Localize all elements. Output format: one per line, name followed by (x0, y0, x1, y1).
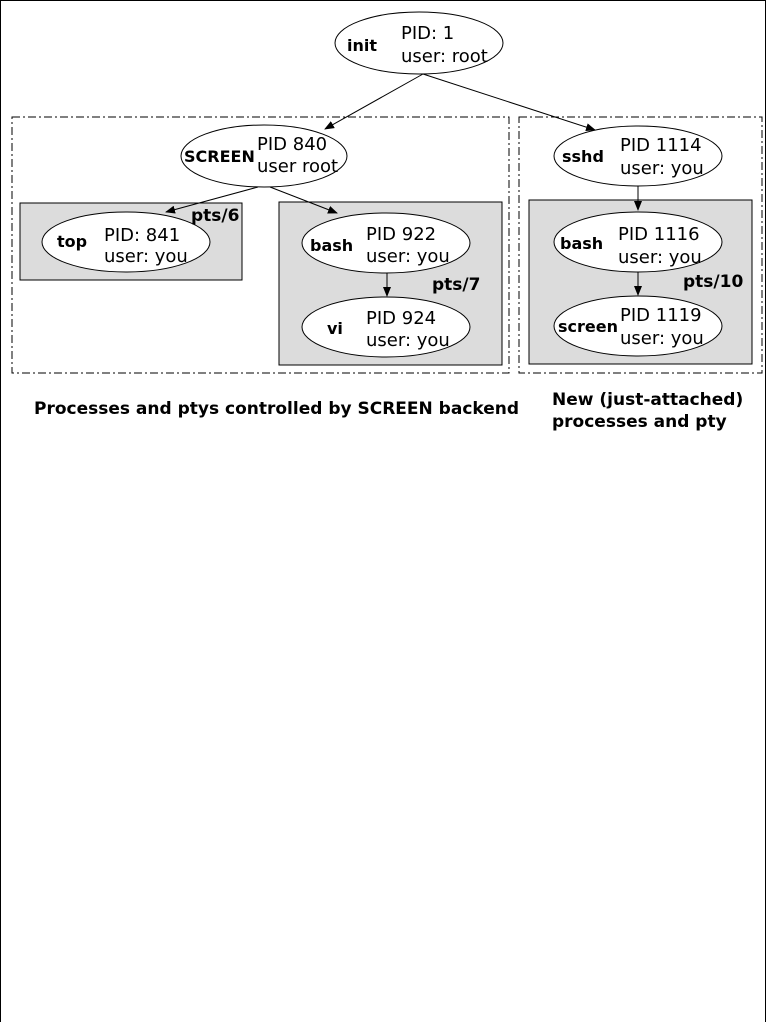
node-name: init (347, 36, 377, 55)
node-user: user: you (620, 328, 704, 349)
edge-screen-top (165, 186, 259, 214)
node-user: user: root (401, 46, 488, 67)
new-processes-group (518, 116, 763, 374)
node-pid: PID 840 (257, 134, 327, 155)
node-pid: PID 924 (366, 308, 436, 329)
pty-label-pts7: pts/7 (432, 275, 480, 295)
node-pid: PID 1116 (618, 224, 700, 245)
node-top: top PID: 841 user: you (41, 211, 211, 273)
node-user: user: you (104, 246, 188, 267)
node-name: SCREEN (184, 147, 255, 166)
node-pid: PID 1114 (620, 135, 702, 156)
node-name: sshd (562, 147, 604, 166)
node-user: user root (257, 156, 338, 177)
node-name: vi (327, 319, 343, 338)
node-vi: vi PID 924 user: you (301, 296, 471, 358)
node-screen-client: screen PID 1119 user: you (553, 295, 723, 357)
pty-label-pts10: pts/10 (683, 272, 743, 292)
edge-init-sshd (422, 73, 596, 132)
screen-backend-group (11, 116, 510, 374)
node-name: bash (560, 234, 603, 253)
edge-init-screen (324, 73, 424, 130)
node-name: top (57, 232, 87, 251)
node-user: user: you (620, 158, 704, 179)
node-bash-922: bash PID 922 user: you (301, 212, 471, 274)
node-user: user: you (366, 330, 450, 351)
node-user: user: you (618, 247, 702, 268)
caption-screen-backend: Processes and ptys controlled by SCREEN … (34, 399, 520, 419)
node-name: screen (558, 317, 618, 336)
node-pid: PID: 1 (401, 23, 454, 44)
node-user: user: you (366, 246, 450, 267)
node-sshd: sshd PID 1114 user: you (553, 125, 723, 187)
node-screen-backend: SCREEN PID 840 user root (180, 124, 348, 188)
node-name: bash (310, 236, 353, 255)
caption-new-processes-line1: New (just-attached) (552, 390, 744, 410)
node-pid: PID 922 (366, 224, 436, 245)
node-bash-1116: bash PID 1116 user: you (553, 211, 723, 273)
pty-label-pts6: pts/6 (191, 206, 239, 226)
caption-new-processes-line2: processes and pty (552, 412, 727, 432)
edge-screen-bash (269, 186, 338, 214)
node-pid: PID 1119 (620, 305, 702, 326)
node-init: init PID: 1 user: root (334, 11, 504, 75)
node-pid: PID: 841 (104, 225, 180, 246)
